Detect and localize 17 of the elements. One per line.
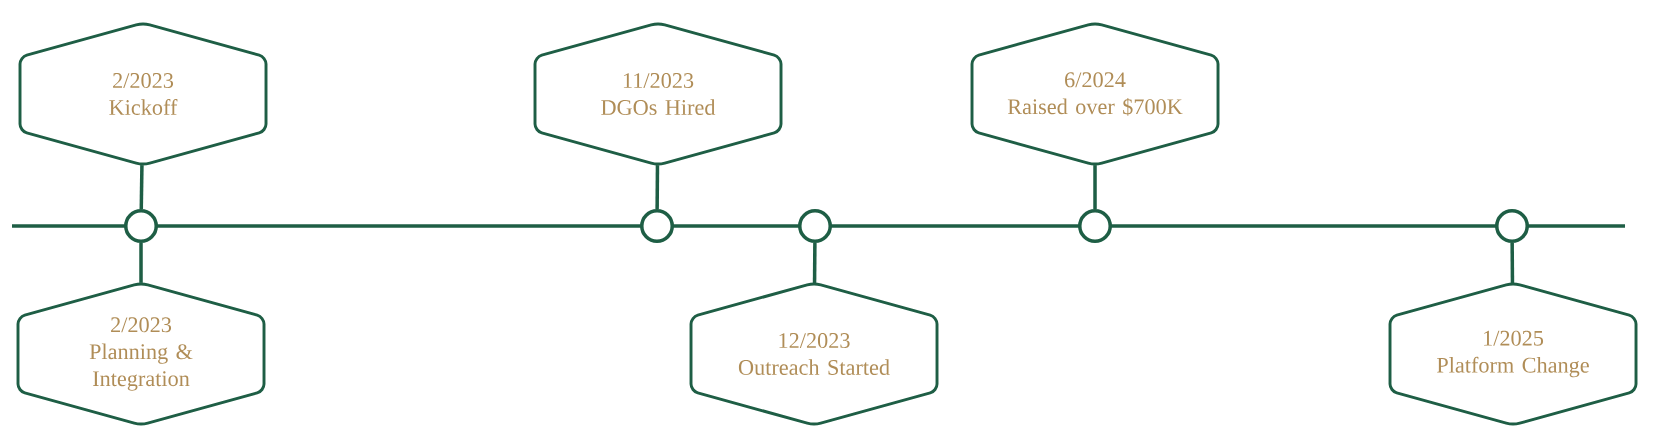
hexagon-box: 11/2023 DGOs Hired <box>533 22 783 166</box>
connector-line <box>1510 242 1515 283</box>
hexagon-box: 2/2023 Planning & Integration <box>16 282 266 426</box>
hexagon-box: 1/2025 Platform Change <box>1388 282 1638 426</box>
timeline-dot <box>124 209 158 243</box>
connector-line <box>1093 165 1097 209</box>
connector-line <box>139 165 144 210</box>
hexagon-box: 6/2024 Raised over $700K <box>970 22 1220 166</box>
timeline-dot <box>1495 209 1529 243</box>
connector-line <box>812 242 817 283</box>
connector-line <box>655 165 660 210</box>
timeline-dot <box>1078 209 1112 243</box>
timeline-dot <box>640 209 674 243</box>
timeline-dot <box>798 209 832 243</box>
connector-line <box>139 243 143 283</box>
hexagon-box: 2/2023 Kickoff <box>18 22 268 166</box>
hexagon-box: 12/2023 Outreach Started <box>689 282 939 426</box>
